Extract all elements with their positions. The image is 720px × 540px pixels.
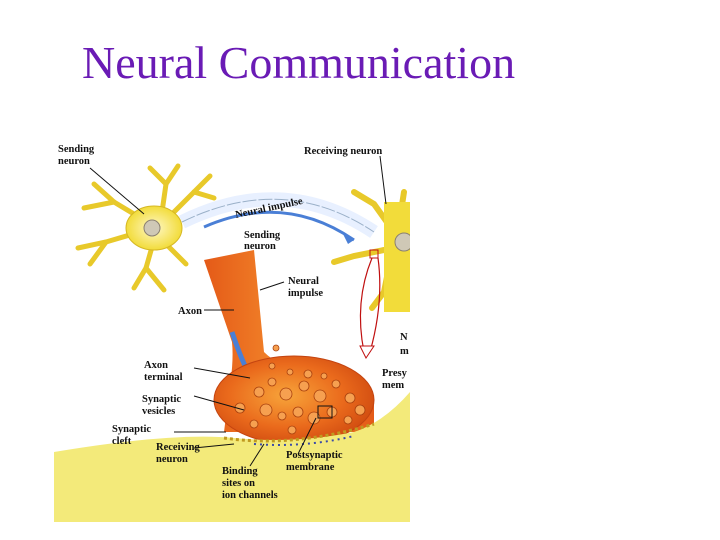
- label-receiving-neuron-1: Receiving: [156, 442, 200, 453]
- sending-neuron-cell: [75, 163, 217, 293]
- label-sending-neuron-2: neuron: [58, 156, 90, 167]
- label-postsynaptic-2: membrane: [286, 462, 335, 473]
- label-postsynaptic-1: Postsynaptic: [286, 450, 343, 461]
- label-binding-sites-3: ion channels: [222, 490, 278, 501]
- label-leader-lines: [89, 155, 387, 467]
- label-receiving-neuron-2: neuron: [156, 454, 188, 465]
- zoom-indicator: [359, 249, 381, 359]
- label-cut-m: m: [400, 346, 409, 357]
- label-synaptic-cleft-1: Synaptic: [112, 424, 151, 435]
- label-binding-sites-2: sites on: [222, 478, 255, 489]
- label-synaptic-vesicles-2: vesicles: [142, 406, 175, 417]
- label-sending-neuron-inset-1: Sending: [244, 230, 281, 241]
- slide-title: Neural Communication: [82, 37, 516, 88]
- label-axon-terminal-1: Axon: [144, 360, 168, 371]
- receiving-neuron-cell: [331, 189, 410, 312]
- postsynaptic-region: [54, 392, 410, 522]
- label-binding-sites-1: Binding: [222, 466, 258, 477]
- label-neural-impulse-1: Neural: [288, 276, 319, 287]
- label-axon: Axon: [178, 306, 202, 317]
- label-synaptic-cleft-2: cleft: [112, 436, 132, 447]
- label-axon-terminal-2: terminal: [144, 372, 183, 383]
- label-synaptic-vesicles-1: Synaptic: [142, 394, 181, 405]
- label-presynaptic-2: mem: [382, 380, 404, 391]
- label-cut-n: N: [400, 332, 408, 343]
- axon-terminal: [213, 344, 375, 445]
- label-sending-neuron-1: Sending: [58, 144, 95, 155]
- label-receiving-neuron-top: Receiving neuron: [304, 146, 382, 157]
- label-presynaptic-1: Presy: [382, 368, 408, 379]
- label-neural-impulse-2: impulse: [288, 288, 323, 299]
- neuron-synapse-diagram: Sending neuron Receiving neuron Neural i…: [54, 132, 410, 522]
- myelinated-axon: [178, 192, 378, 244]
- label-sending-neuron-inset-2: neuron: [244, 241, 276, 252]
